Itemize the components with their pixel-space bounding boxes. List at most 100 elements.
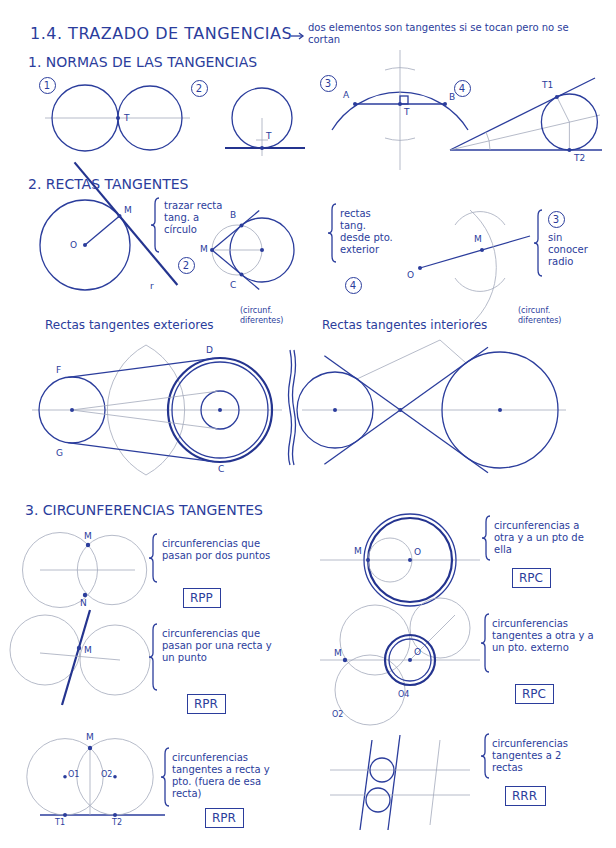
tangent-line-figure: [85, 216, 120, 245]
rpp-figure: [23, 533, 98, 608]
rpc-outer-figure: [410, 598, 470, 658]
point-label: M: [354, 546, 362, 557]
point-label: F: [56, 365, 61, 376]
angle-inscribed-figure: [450, 78, 602, 152]
rpr-figure: [80, 625, 150, 695]
circle-line-figure: [260, 146, 264, 150]
unknown-radius-figure: [455, 278, 505, 291]
curly-brace: [482, 516, 490, 560]
external-point-figure: [212, 211, 259, 250]
note-text: circunferencias tangentes a otra y a un …: [492, 618, 600, 654]
chord-bisector-figure: [443, 102, 447, 106]
note-text: rectas tang. desde pto. exterior: [340, 208, 398, 256]
point-label: N: [80, 598, 87, 609]
point-label: D: [206, 345, 213, 356]
tangent-circles-figure: [52, 85, 118, 151]
callout-text: 2: [183, 260, 189, 271]
rpc-inner-figure: [368, 538, 412, 582]
exterior-tangents-figure: [107, 345, 146, 475]
title-arrow: [291, 35, 303, 36]
point-label: M: [84, 645, 92, 656]
point-label: M: [200, 244, 208, 255]
rrr-figure: [330, 735, 470, 830]
external-point-figure: [212, 225, 262, 275]
rpc-outer-figure: [408, 658, 412, 662]
point-label: O: [414, 547, 421, 558]
external-point-figure: [210, 248, 214, 252]
rpr-point-figure: [77, 739, 153, 815]
callout-text: 3: [553, 214, 559, 225]
point-label: T2: [574, 153, 585, 164]
point-label: M: [86, 732, 94, 743]
rpr-point-figure: [88, 746, 92, 750]
external-point-figure: [240, 223, 244, 227]
point-label: A: [343, 90, 349, 101]
point-label: O4: [398, 690, 409, 700]
callout-number: 4: [345, 277, 362, 294]
point-label: T: [266, 131, 272, 142]
unknown-radius-figure: [470, 210, 496, 325]
rrr-figure: [388, 735, 400, 830]
point-label: C: [218, 464, 224, 475]
rpr-point-figure: [27, 739, 165, 817]
section-heading: 2. RECTAS TANGENTES: [28, 176, 189, 193]
curly-brace: [481, 734, 489, 778]
circle-line-figure: [225, 147, 305, 149]
rpc-inner-figure: [368, 518, 452, 602]
callout-number: 3: [548, 211, 565, 228]
rpp-figure: [83, 593, 87, 597]
point-label: M: [84, 531, 92, 542]
curly-brace: [151, 198, 159, 252]
rpc-outer-figure: [340, 605, 410, 675]
point-label: O: [414, 647, 421, 658]
interior-tangents-figure: [324, 347, 488, 464]
curly-brace: [149, 624, 157, 690]
section-heading: Rectas tangentes interiores: [322, 318, 487, 332]
note-text: circunferencias a otra y a un pto de ell…: [494, 520, 602, 556]
interior-tangents-figure: [440, 340, 466, 363]
tangent-circles-figure: [45, 85, 190, 151]
note-text: (circunf. diferentes): [240, 306, 290, 325]
note-text: circunferencias que pasan por una recta …: [162, 628, 272, 664]
interior-tangents-figure: [297, 372, 373, 448]
rrr-figure: [330, 770, 470, 771]
rpc-outer-figure: [320, 598, 480, 725]
point-label: B: [449, 92, 455, 103]
callout-text: 3: [325, 78, 331, 89]
section-heading: Rectas tangentes exteriores: [45, 318, 214, 332]
interior-tangents-figure: [398, 408, 402, 412]
rpp-figure: [23, 533, 147, 608]
point-label: M: [474, 234, 482, 245]
point-label: T1: [542, 80, 553, 91]
curly-brace: [534, 210, 542, 276]
point-label: T1: [55, 818, 65, 828]
curly-brace: [161, 748, 169, 806]
unknown-radius-figure: [418, 266, 422, 270]
chord-bisector-figure: [353, 102, 357, 106]
tangent-circles-figure: [118, 86, 182, 150]
chord-bisector-figure: [385, 68, 415, 70]
box-label: RPP: [190, 591, 213, 605]
rpc-outer-figure: [410, 615, 455, 660]
tangent-line-figure: [118, 214, 122, 218]
callout-number: 2: [191, 80, 208, 97]
rpr-figure: [40, 653, 120, 660]
circle-line-figure: [225, 88, 305, 156]
point-label: G: [56, 448, 63, 459]
chord-bisector-figure: [398, 102, 402, 106]
note-text: dos elementos son tangentes si se tocan …: [308, 22, 598, 46]
interior-tangents-figure: [498, 408, 502, 412]
point-label: O1: [68, 770, 79, 780]
rpp-figure: [77, 535, 146, 604]
exterior-tangents-figure: [172, 362, 268, 458]
note-text: circunferencias tangentes a recta y pto.…: [172, 752, 280, 800]
page-title: 1.4. TRAZADO DE TANGENCIAS: [30, 24, 292, 43]
rpc-outer-figure: [389, 639, 431, 681]
exterior-tangents-figure: [218, 408, 222, 412]
method-box: RPR: [205, 808, 244, 828]
interior-tangents-figure: [297, 340, 566, 473]
curly-brace: [149, 534, 157, 582]
rpc-outer-figure: [335, 655, 405, 725]
rpr-figure: [10, 610, 150, 705]
